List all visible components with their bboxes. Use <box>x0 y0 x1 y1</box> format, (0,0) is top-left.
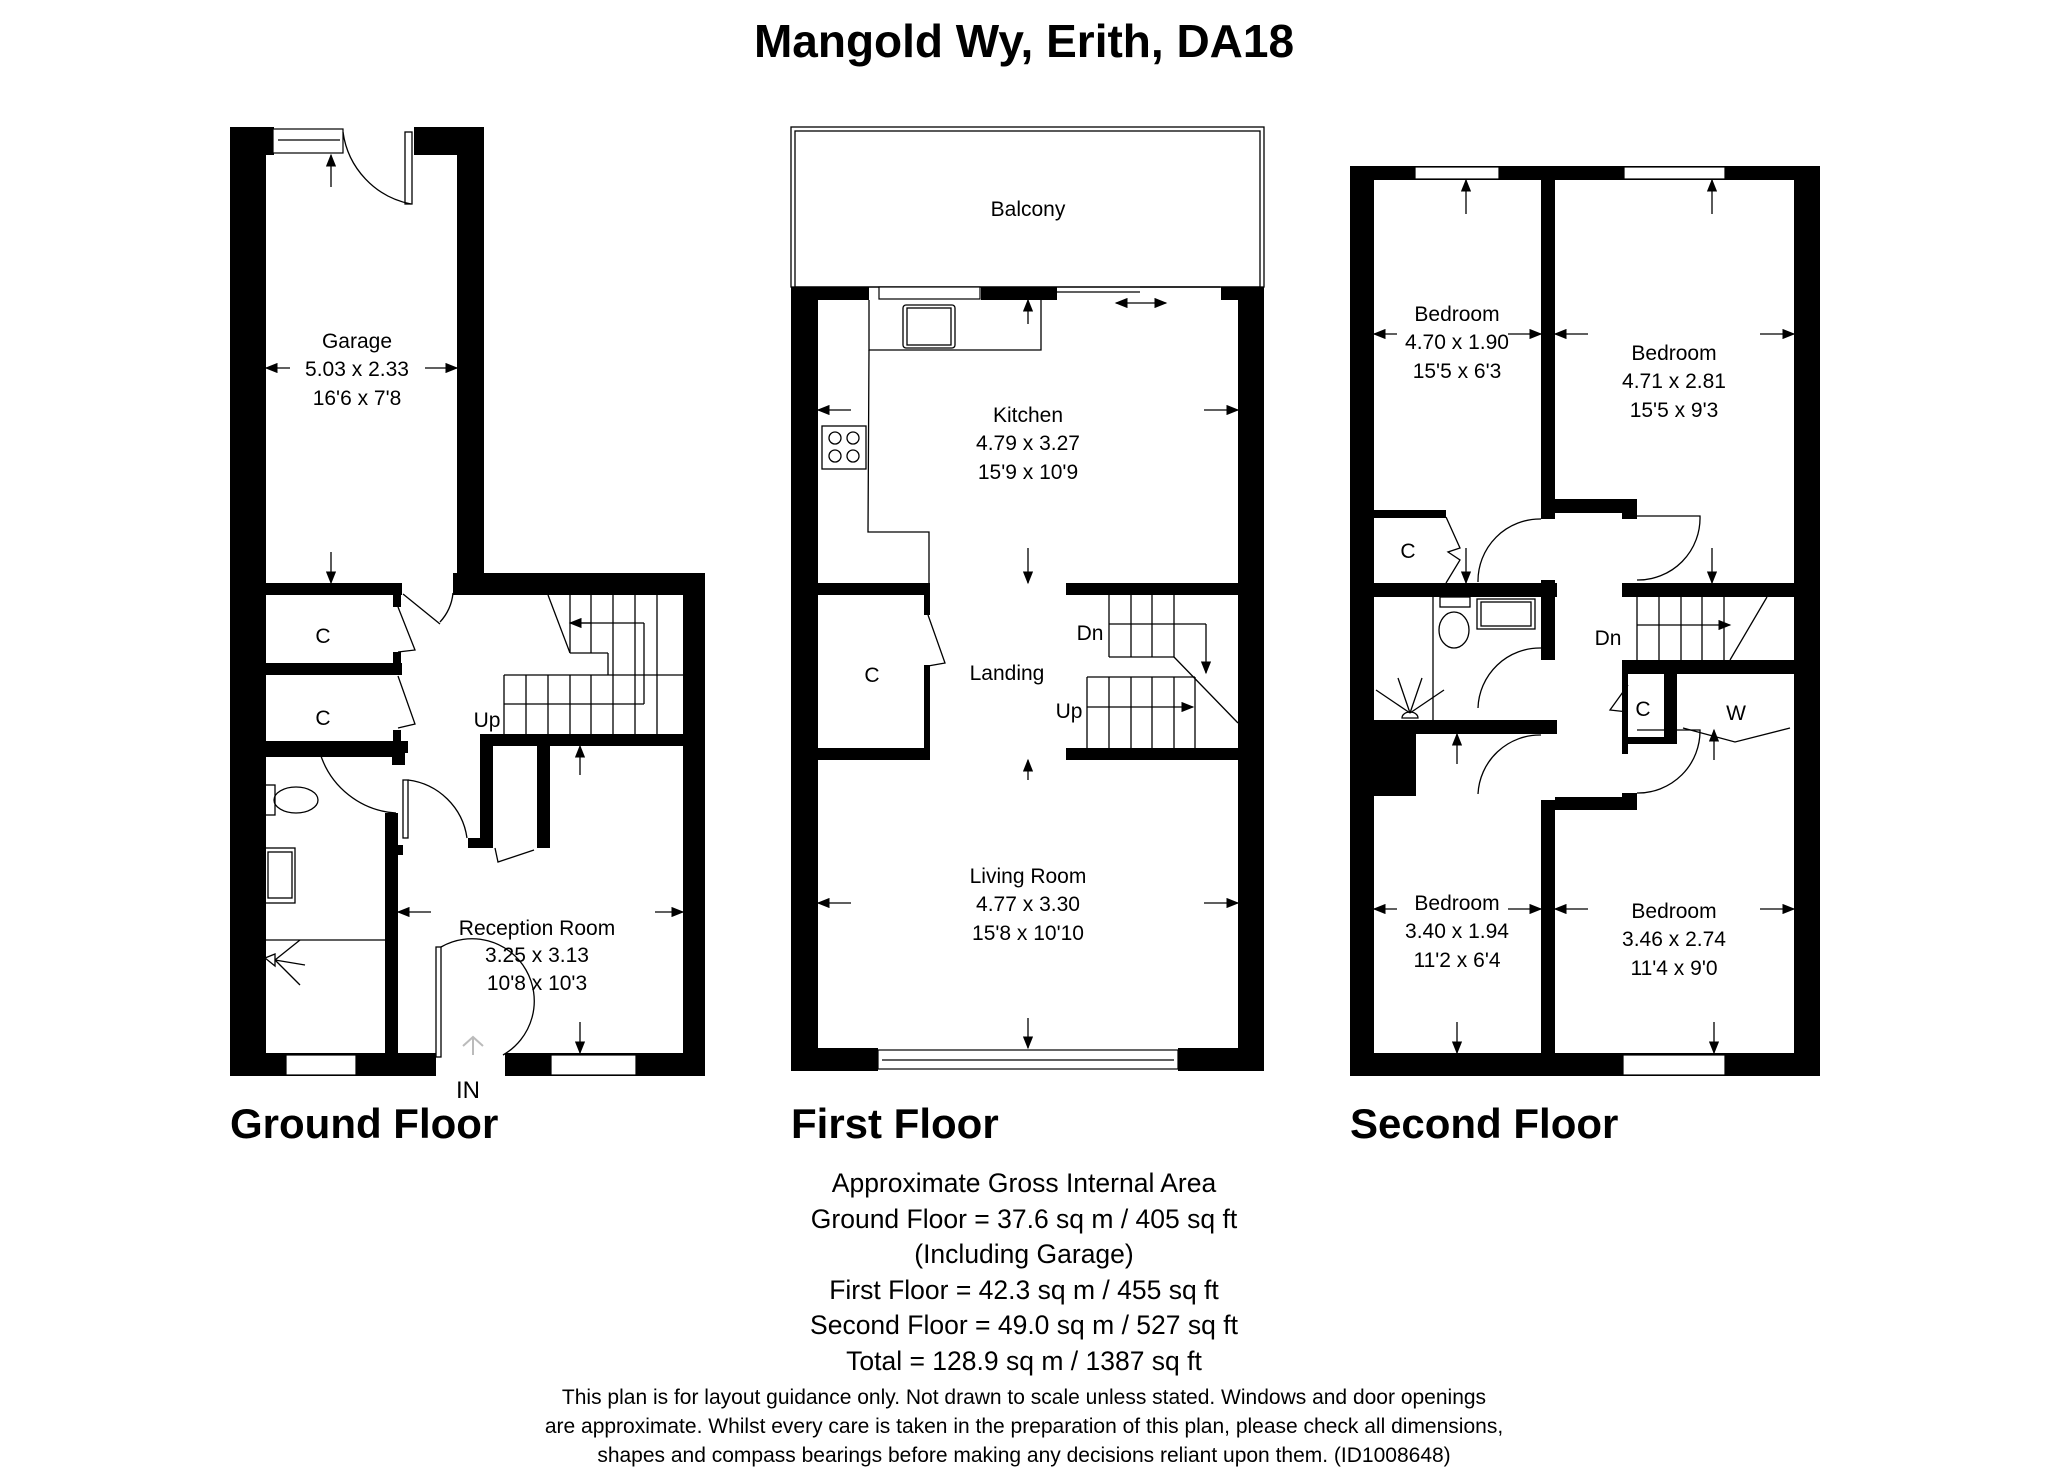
cupboard-label: C <box>315 625 330 648</box>
room-metric-bedroom-3: 3.40 x 1.94 <box>1405 920 1509 943</box>
floor-title-first: First Floor <box>791 1100 999 1147</box>
room-metric-living: 4.77 x 3.30 <box>976 893 1080 916</box>
room-name-bedroom-3: Bedroom <box>1414 892 1499 915</box>
staircase <box>1636 596 1768 661</box>
area-ground-note: (Including Garage) <box>914 1239 1134 1269</box>
room-imperial-kitchen: 15'9 x 10'9 <box>978 461 1078 484</box>
room-imperial-garage: 16'6 x 7'8 <box>313 387 402 410</box>
entrance-arrow-icon <box>462 1035 484 1055</box>
room-imperial-bedroom-3: 11'2 x 6'4 <box>1413 949 1500 972</box>
room-name-bedroom-1: Bedroom <box>1414 303 1499 326</box>
stairs-down-label: Dn <box>1077 622 1104 645</box>
floor-title-ground: Ground Floor <box>230 1100 499 1147</box>
area-ground: Ground Floor = 37.6 sq m / 405 sq ft <box>810 1203 1238 1234</box>
room-name-landing: Landing <box>970 662 1045 685</box>
area-heading: Approximate Gross Internal Area <box>831 1168 1217 1198</box>
entrance-label: IN <box>456 1077 480 1104</box>
ground-floor-plan: Garage 5.03 x 2.33 16'6 x 7'8 Reception … <box>230 127 705 1104</box>
room-name-living: Living Room <box>970 865 1087 888</box>
room-metric-bedroom-2: 4.71 x 2.81 <box>1622 370 1726 393</box>
cupboard-label: C <box>315 707 330 730</box>
stairs-down-label: Dn <box>1595 627 1622 650</box>
door-swing <box>342 131 412 205</box>
room-metric-kitchen: 4.79 x 3.27 <box>976 432 1080 455</box>
area-second: Second Floor = 49.0 sq m / 527 sq ft <box>810 1310 1238 1340</box>
room-imperial-bedroom-2: 15'5 x 9'3 <box>1630 399 1719 422</box>
area-summary: Approximate Gross Internal Area Ground F… <box>0 1166 2048 1379</box>
window <box>272 128 344 154</box>
disclaimer-line: shapes and compass bearings before makin… <box>597 1444 1451 1467</box>
room-metric-garage: 5.03 x 2.33 <box>305 358 409 381</box>
room-name-balcony: Balcony <box>991 198 1066 221</box>
stairs-up-label: Up <box>474 709 501 732</box>
cupboard-label: C <box>1635 698 1650 721</box>
room-name-reception: Reception Room <box>459 917 615 940</box>
room-imperial-reception: 10'8 x 10'3 <box>487 972 587 995</box>
cupboard-label: C <box>1400 540 1415 563</box>
stairs-up-label: Up <box>1056 700 1083 723</box>
room-metric-bedroom-4: 3.46 x 2.74 <box>1622 928 1726 951</box>
area-total: Total = 128.9 sq m / 1387 sq ft <box>846 1345 1202 1376</box>
room-name-bedroom-4: Bedroom <box>1631 900 1716 923</box>
floor-title-second: Second Floor <box>1350 1100 1619 1147</box>
cupboard-label: C <box>864 664 879 687</box>
first-floor-plan: Balcony Kitchen 4.79 x 3.27 15'9 x 10'9 … <box>790 126 1265 1071</box>
room-name-kitchen: Kitchen <box>993 404 1063 427</box>
staircase <box>1086 595 1239 748</box>
room-name-garage: Garage <box>322 330 392 353</box>
disclaimer-line: This plan is for layout guidance only. N… <box>561 1386 1487 1409</box>
room-imperial-living: 15'8 x 10'10 <box>972 922 1084 945</box>
room-metric-reception: 3.25 x 3.13 <box>485 944 589 967</box>
second-floor-plan: Bedroom 4.70 x 1.90 15'5 x 6'3 Bedroom 4… <box>1350 166 1820 1076</box>
room-name-bedroom-2: Bedroom <box>1631 342 1716 365</box>
disclaimer-line: are approximate. Whilst every care is ta… <box>544 1415 1504 1438</box>
wardrobe-label: W <box>1726 702 1746 725</box>
staircase <box>503 594 683 734</box>
plan-title: Mangold Wy, Erith, DA18 <box>753 15 1295 67</box>
room-imperial-bedroom-4: 11'4 x 9'0 <box>1630 957 1717 980</box>
room-imperial-bedroom-1: 15'5 x 6'3 <box>1413 360 1502 383</box>
room-metric-bedroom-1: 4.70 x 1.90 <box>1405 331 1509 354</box>
area-first: First Floor = 42.3 sq m / 455 sq ft <box>829 1274 1219 1305</box>
disclaimer: This plan is for layout guidance only. N… <box>0 1383 2048 1470</box>
